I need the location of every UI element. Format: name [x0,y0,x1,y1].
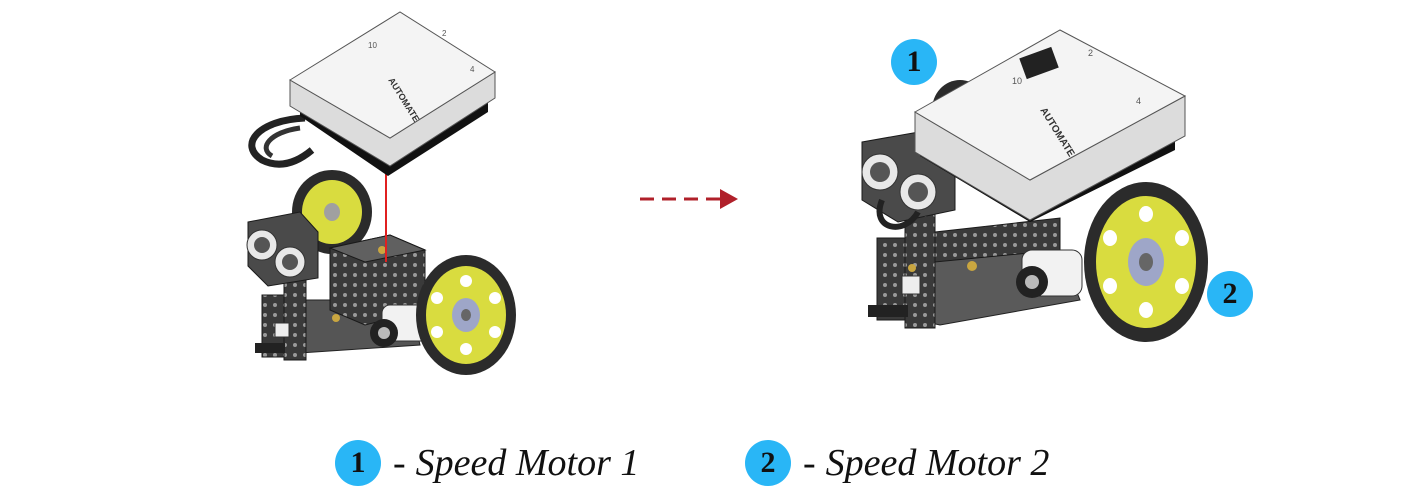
legend-item-speed-motor-2: 2 -Speed Motor 2 [745,440,1049,486]
legend-label-2: -Speed Motor 2 [803,441,1049,485]
port-4-label-right: 4 [1136,96,1141,106]
marker-number-1: 1 [906,45,922,78]
legend-dash-2: - [803,442,816,484]
marker-speed-motor-1: 1 [891,39,937,85]
legend-text-2: Speed Motor 2 [825,442,1050,484]
front-wheel-right-view [1084,182,1208,342]
front-wheel-left-view [416,255,516,375]
legend-badge-2: 2 [745,440,791,486]
port-10-label-left: 10 [368,41,377,50]
controller-module-left-view: AUTOMATE 10 2 4 [289,11,496,176]
exploded-robot: AUTOMATE 10 2 4 [246,11,516,375]
controller-module-right-view: AUTOMATE 10 2 4 [914,29,1187,222]
legend-dash-1: - [393,442,406,484]
legend-text-1: Speed Motor 1 [415,442,640,484]
legend-badge-number-2: 2 [760,446,776,479]
motor-right-view [1016,249,1083,298]
ultrasonic-sensor-left-view [246,211,319,287]
marker-speed-motor-2: 2 [1207,271,1253,317]
port-2-label-left: 2 [442,29,447,38]
diagram-canvas: AUTOMATE 10 2 4 [246,11,1208,375]
legend-item-speed-motor-1: 1 -Speed Motor 1 [335,440,639,486]
port-4-label-left: 4 [470,65,475,74]
legend-badge-number-1: 1 [350,446,366,479]
assembled-robot: AUTOMATE 10 2 4 [861,29,1208,342]
marker-number-2: 2 [1222,277,1238,310]
port-10-label-right: 10 [1012,76,1022,86]
legend-label-1: -Speed Motor 1 [393,441,639,485]
assembly-arrow [640,189,738,209]
cable-left-view [248,114,315,168]
legend-badge-1: 1 [335,440,381,486]
port-2-label-right: 2 [1088,48,1093,58]
